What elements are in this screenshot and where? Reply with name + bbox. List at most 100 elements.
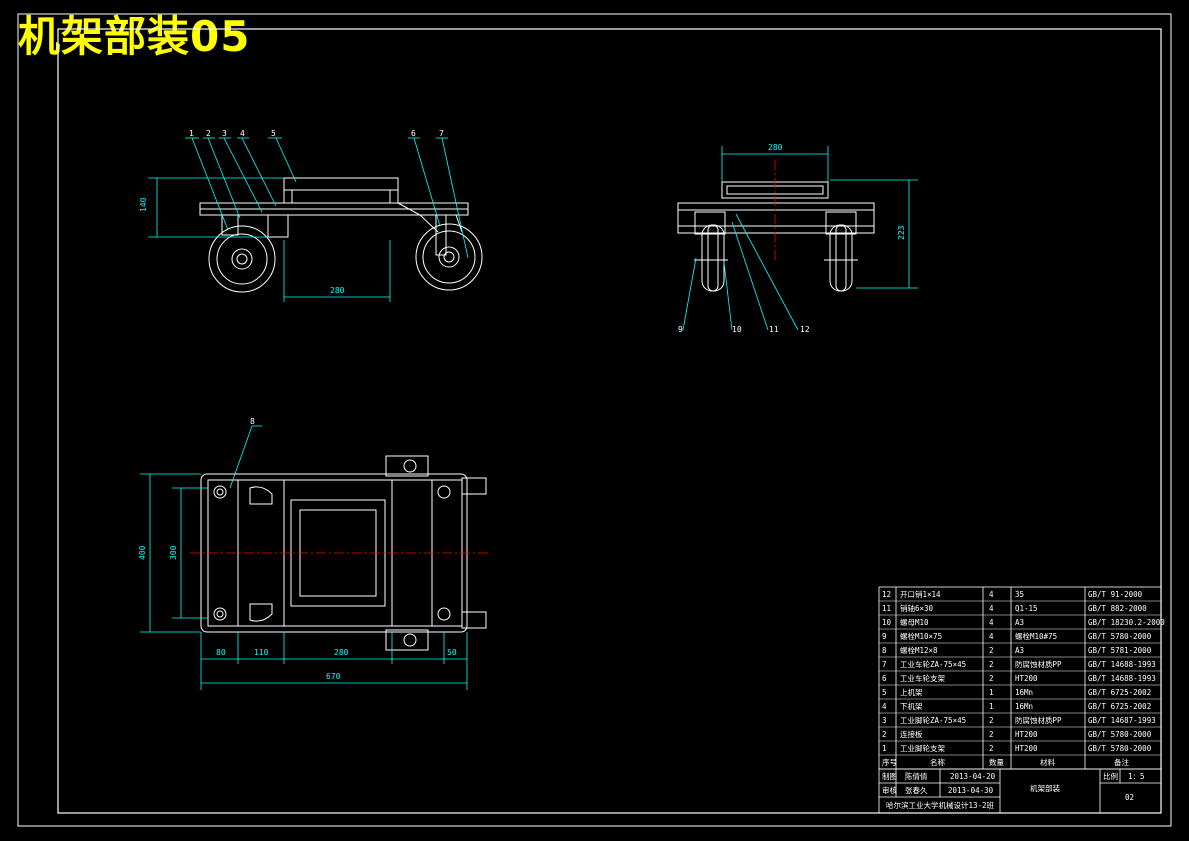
bom-cell-material: 防腐蚀材质PP: [1015, 659, 1062, 669]
bom-header-remark: 备注: [1114, 757, 1130, 767]
bom-cell-remark: GB/T 6725-2002: [1088, 688, 1151, 697]
bom-cell-name: 螺栓M10×75: [900, 631, 942, 641]
dim-top-seg-3: 280: [334, 648, 349, 657]
bom-cell-qty: 2: [989, 646, 994, 655]
tb-drawn-label: 制图: [882, 771, 897, 781]
bom-cell-remark: GB/T 5780-2000: [1088, 744, 1152, 753]
bom-cell-remark: GB/T 14687-1993: [1088, 716, 1156, 725]
bom-row-lines: [879, 600, 1161, 756]
bom-cell-material: HT200: [1015, 730, 1038, 739]
side-view: [677, 181, 875, 292]
bom-cell-no: 4: [882, 702, 887, 711]
bom-cell-remark: GB/T 882-2000: [1088, 604, 1147, 613]
tb-check-name: 张春久: [905, 785, 928, 795]
dim-front-length: 280: [330, 286, 345, 295]
bom-cell-material: A3: [1015, 618, 1024, 627]
balloon-7: 7: [439, 129, 444, 138]
balloon-11: 11: [769, 325, 779, 334]
bom-cell-name: 螺栓M12×8: [900, 645, 938, 655]
bom-cell-name: 工业车轮支架: [900, 673, 945, 683]
bom-cell-qty: 4: [989, 618, 994, 627]
bom-cell-no: 11: [882, 604, 891, 613]
bom-cell-qty: 1: [989, 688, 994, 697]
bom-cell-qty: 4: [989, 632, 994, 641]
bom-cell-remark: GB/T 14688-1993: [1088, 674, 1156, 683]
front-view: [199, 177, 483, 293]
bom-cell-material: HT200: [1015, 674, 1038, 683]
balloon-9: 9: [678, 325, 683, 334]
bom-cell-no: 3: [882, 716, 887, 725]
bom-cell-remark: GB/T 5780-2000: [1088, 730, 1152, 739]
bom-cell-name: 销轴6×30: [900, 603, 934, 613]
title-block: [878, 768, 1162, 814]
balloon-2: 2: [206, 129, 211, 138]
side-view-dimensions: [682, 146, 918, 331]
bom-cell-no: 10: [882, 618, 892, 627]
bom-cell-remark: GB/T 18230.2-2000: [1088, 618, 1165, 627]
bom-cell-material: 35: [1015, 590, 1024, 599]
bom-cell-remark: GB/T 5780-2000: [1088, 632, 1152, 641]
dim-top-seg-1: 80: [216, 648, 226, 657]
bom-cell-qty: 2: [989, 660, 994, 669]
tb-school: 哈尔滨工业大学机械设计13-2班: [886, 800, 995, 810]
bom-cell-no: 1: [882, 744, 887, 753]
bom-cell-remark: GB/T 5781-2000: [1088, 646, 1152, 655]
bom-cell-no: 8: [882, 646, 887, 655]
dim-front-height: 140: [139, 197, 148, 212]
dim-top-seg-2: 110: [254, 648, 269, 657]
bom-cell-qty: 1: [989, 702, 994, 711]
bom-cell-name: 工业脚轮支架: [900, 743, 945, 753]
bom-cell-name: 螺母M10: [900, 617, 929, 627]
bom-cell-material: A3: [1015, 646, 1024, 655]
balloon-4: 4: [240, 129, 245, 138]
bom-cell-material: HT200: [1015, 744, 1038, 753]
bom-header-qty: 数量: [989, 757, 1004, 767]
top-view-dimensions: [140, 425, 468, 690]
bom-cell-no: 5: [882, 688, 887, 697]
bom-cell-remark: GB/T 14688-1993: [1088, 660, 1156, 669]
dim-top-outer-width: 400: [138, 545, 147, 560]
bom-cell-material: Q1-15: [1015, 604, 1038, 613]
balloon-12: 12: [800, 325, 810, 334]
front-view-dimensions: [148, 137, 469, 302]
bom-cell-qty: 2: [989, 730, 994, 739]
balloon-3: 3: [222, 129, 227, 138]
bom-cell-name: 工业脚轮ZA-75×45: [900, 715, 966, 725]
bom-cell-qty: 2: [989, 744, 994, 753]
bom-cell-material: 防腐蚀材质PP: [1015, 715, 1062, 725]
bom-cell-no: 2: [882, 730, 887, 739]
balloon-6: 6: [411, 129, 416, 138]
bom-cell-no: 12: [882, 590, 891, 599]
outer-border: [17, 13, 1172, 827]
bom-cell-name: 开口销1×14: [900, 589, 941, 599]
tb-scale-label: 比例: [1103, 771, 1118, 781]
bom-header-name: 名称: [930, 757, 945, 767]
tb-drawing-name: 机架部装: [1030, 783, 1060, 793]
bom-cell-no: 9: [882, 632, 887, 641]
bom-table: [878, 586, 1162, 770]
balloon-5: 5: [271, 129, 276, 138]
dim-top-seg-4: 50: [447, 648, 457, 657]
dim-side-height: 223: [897, 225, 906, 240]
bom-cell-material: 螺栓M10#75: [1015, 631, 1057, 641]
balloon-1: 1: [189, 129, 194, 138]
bom-cell-name: 连接板: [900, 729, 923, 739]
bom-cell-name: 工业车轮ZA-75×45: [900, 659, 966, 669]
balloon-10: 10: [732, 325, 742, 334]
drawing-title: 机架部装05: [18, 12, 251, 61]
tb-sheet: 02: [1125, 793, 1134, 802]
tb-check-date: 2013-04-30: [948, 786, 994, 795]
bom-cell-no: 6: [882, 674, 887, 683]
bom-header-material: 材料: [1040, 757, 1056, 767]
dim-side-width: 280: [768, 143, 783, 152]
bom-cell-qty: 2: [989, 716, 994, 725]
bom-cell-remark: GB/T 6725-2002: [1088, 702, 1151, 711]
bom-cell-name: 上机架: [900, 687, 923, 697]
tb-drawn-date: 2013-04-20: [950, 772, 996, 781]
balloon-8: 8: [250, 417, 255, 426]
bom-cell-no: 7: [882, 660, 887, 669]
dim-top-overall: 670: [326, 672, 341, 681]
tb-check-label: 审核: [882, 785, 897, 795]
